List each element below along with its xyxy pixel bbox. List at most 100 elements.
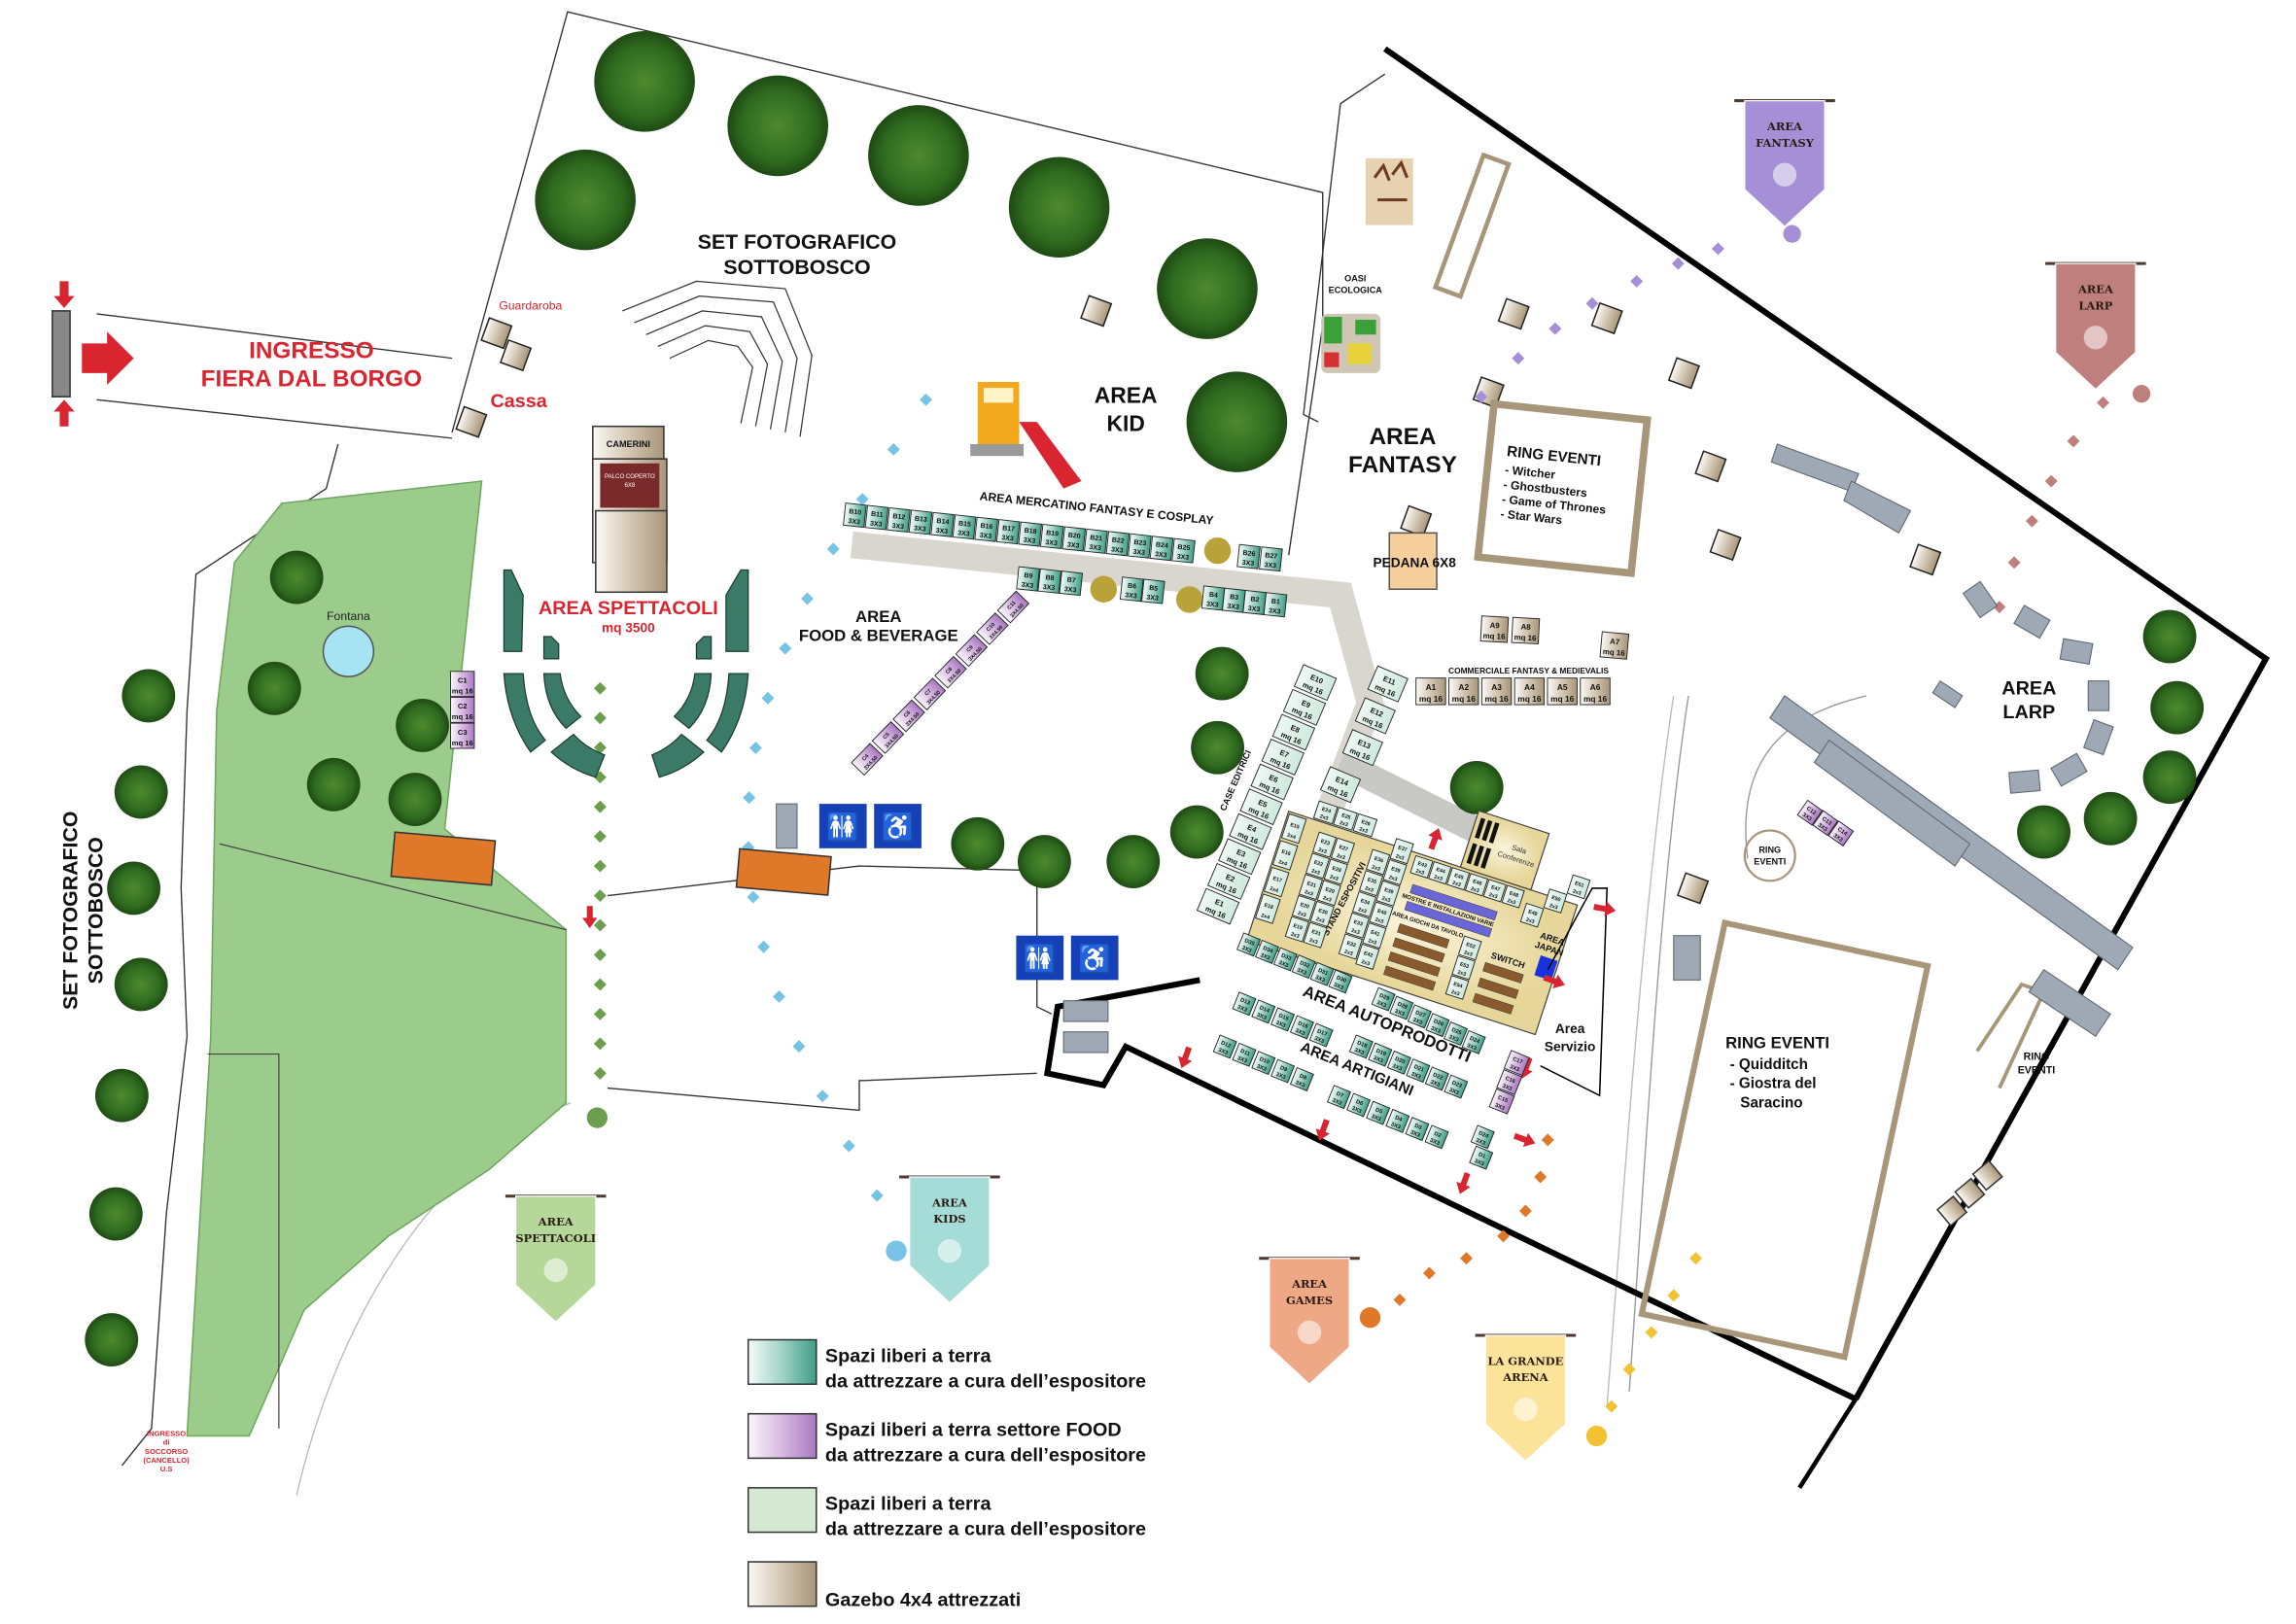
stall[interactable]: B23X3	[1242, 589, 1267, 615]
stall[interactable]: B53X3	[1141, 578, 1165, 605]
stall[interactable]: E152x4	[1280, 812, 1307, 845]
stall[interactable]: E10mq 16	[1293, 664, 1338, 702]
stall[interactable]: E462x3	[1464, 873, 1489, 897]
stall[interactable]: B43X3	[1200, 585, 1226, 611]
stall[interactable]: E422x3	[1355, 943, 1380, 970]
stall[interactable]: B243X3	[1149, 536, 1174, 562]
stall[interactable]: E342x3	[1351, 890, 1377, 918]
stall[interactable]: D123X3	[1212, 1034, 1237, 1059]
stall[interactable]: D53X3	[1366, 1100, 1391, 1125]
stall[interactable]: B223X3	[1105, 531, 1131, 557]
stall[interactable]: B63X3	[1119, 576, 1144, 603]
stall[interactable]: A3mq 16	[1480, 677, 1513, 706]
stall[interactable]: E202x3	[1291, 894, 1316, 921]
stall[interactable]: D283X3	[1389, 995, 1414, 1020]
stall[interactable]: B213X3	[1084, 528, 1108, 554]
stall[interactable]: E172x4	[1263, 866, 1290, 898]
stall[interactable]: E432x3	[1409, 854, 1434, 880]
stall[interactable]: D103X3	[1251, 1051, 1276, 1076]
stall[interactable]: E302x3	[1309, 900, 1335, 927]
stall[interactable]: E282x3	[1323, 858, 1348, 885]
stall[interactable]: D43X3	[1385, 1108, 1410, 1133]
stall[interactable]: C143X3	[1827, 820, 1855, 847]
stall[interactable]: B33X3	[1222, 587, 1246, 613]
stall[interactable]: E522x3	[1457, 935, 1482, 961]
stall[interactable]: D343X3	[1254, 939, 1279, 964]
stall[interactable]: E322x3	[1338, 933, 1363, 960]
stall[interactable]: E9mq 16	[1282, 688, 1327, 726]
stall[interactable]: B183X3	[1018, 521, 1043, 547]
stall[interactable]: E222x3	[1305, 852, 1331, 880]
stall[interactable]: E502x3	[1543, 888, 1568, 914]
stall[interactable]: B123X3	[887, 506, 911, 533]
stall[interactable]: D23X3	[1424, 1124, 1449, 1150]
stall[interactable]: E492x3	[1519, 902, 1545, 928]
stall[interactable]: E482x3	[1501, 884, 1525, 909]
stall[interactable]: A2mq 16	[1448, 677, 1479, 706]
stall[interactable]: E252x3	[1333, 807, 1358, 831]
stall[interactable]: C83X4.50	[934, 655, 967, 689]
stall[interactable]: C53X4.50	[871, 721, 905, 754]
stall[interactable]: C2mq 16	[450, 696, 475, 723]
stall[interactable]: B193X3	[1039, 524, 1064, 550]
stall[interactable]: B93X3	[1016, 566, 1040, 592]
stall[interactable]: E382x3	[1382, 858, 1408, 886]
stall[interactable]: E372x3	[1389, 838, 1414, 865]
stall[interactable]: E332x3	[1344, 912, 1371, 939]
stall[interactable]: E232x3	[1312, 831, 1338, 858]
stall[interactable]: D213X3	[1406, 1058, 1431, 1084]
stall[interactable]: D223X3	[1424, 1066, 1449, 1091]
stall[interactable]: B143X3	[930, 511, 955, 537]
stall[interactable]: C133X3	[1812, 810, 1839, 837]
stall[interactable]: B233X3	[1128, 533, 1152, 559]
stall[interactable]: D93X3	[1270, 1058, 1296, 1084]
stall[interactable]: D83X3	[1289, 1066, 1314, 1091]
stall[interactable]: C3mq 16	[450, 722, 475, 749]
stall[interactable]: D233X3	[1444, 1074, 1469, 1099]
stall[interactable]: D253X3	[1444, 1021, 1469, 1047]
stall[interactable]: D303X3	[1328, 969, 1353, 994]
stall[interactable]: D133X3	[1232, 991, 1257, 1017]
stall[interactable]: D143X3	[1251, 999, 1276, 1024]
stall[interactable]: C1mq 16	[450, 671, 475, 698]
stall[interactable]: E542x3	[1444, 975, 1470, 1000]
stall[interactable]: D73X3	[1327, 1085, 1351, 1110]
stall[interactable]: C43X4.50	[851, 743, 884, 777]
stall[interactable]: E392x3	[1375, 880, 1401, 907]
stall[interactable]: E402x3	[1369, 901, 1394, 928]
stall[interactable]: C113X4.50	[996, 590, 1030, 624]
stall[interactable]: C103X4.50	[976, 612, 1009, 645]
stall[interactable]: B133X3	[908, 509, 933, 536]
stall[interactable]: E312x3	[1303, 921, 1328, 949]
stall[interactable]: C163X3	[1496, 1069, 1523, 1095]
stall[interactable]: D293X3	[1371, 986, 1396, 1012]
stall[interactable]: C123X3	[1796, 799, 1824, 826]
stall[interactable]: D193X3	[1368, 1042, 1393, 1067]
stall[interactable]: A8mq 16	[1511, 616, 1541, 645]
stall[interactable]: B173X3	[995, 519, 1021, 545]
stall[interactable]: D33X3	[1405, 1117, 1430, 1142]
stall[interactable]: B203X3	[1061, 526, 1087, 552]
stall[interactable]: C173X3	[1503, 1050, 1530, 1077]
stall[interactable]: D313X3	[1309, 961, 1335, 986]
stall[interactable]: E472x3	[1482, 879, 1507, 903]
stall[interactable]: A5mq 16	[1547, 677, 1578, 706]
stall[interactable]: D13X3	[1469, 1145, 1494, 1170]
stall[interactable]: B273X3	[1259, 546, 1283, 572]
stall[interactable]: E412x3	[1362, 922, 1387, 950]
stall[interactable]: D153X3	[1270, 1007, 1296, 1032]
stall[interactable]: B83X3	[1037, 568, 1062, 594]
stall[interactable]: E242x3	[1312, 800, 1339, 825]
stall[interactable]: B113X3	[864, 504, 889, 531]
stall[interactable]: E292x3	[1316, 880, 1341, 907]
stall[interactable]: B153X3	[952, 514, 977, 540]
stall[interactable]: D203X3	[1386, 1050, 1411, 1075]
stall[interactable]: E162x4	[1271, 840, 1299, 871]
stall[interactable]: E452x3	[1446, 867, 1471, 891]
stall[interactable]: C73X4.50	[913, 677, 947, 710]
stall[interactable]: D353X3	[1236, 932, 1262, 957]
stall[interactable]: E192x3	[1284, 916, 1309, 943]
stall[interactable]: E352x3	[1359, 870, 1384, 897]
stall[interactable]: D273X3	[1407, 1004, 1432, 1029]
stall[interactable]: C153X3	[1488, 1088, 1515, 1115]
